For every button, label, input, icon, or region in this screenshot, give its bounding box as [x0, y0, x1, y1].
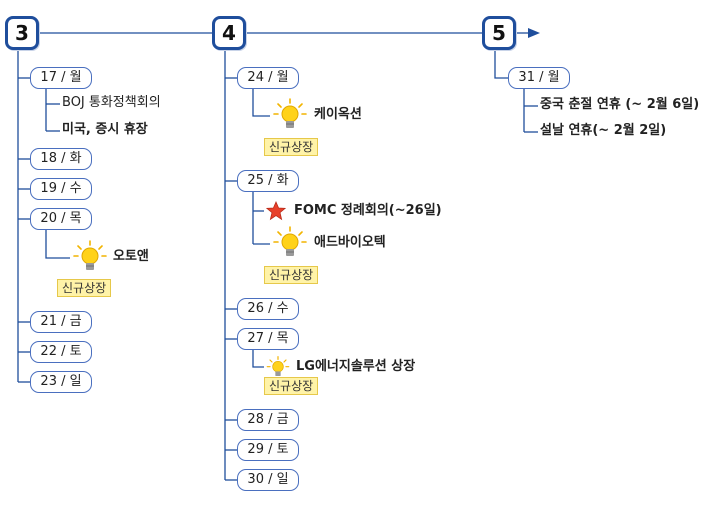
week-box-5: 5 — [482, 16, 516, 50]
event-branch — [252, 89, 270, 117]
day-box: 17 / 월 — [30, 67, 92, 89]
event-branch — [45, 230, 70, 259]
day-box: 24 / 월 — [237, 67, 299, 89]
event-branch — [252, 350, 264, 368]
event-label: 오토앤 — [113, 249, 149, 264]
new-listing-tag: 신규상장 — [264, 377, 319, 395]
day-box: 21 / 금 — [30, 311, 92, 333]
event-label: 중국 춘절 연휴 (~ 2월 6일) — [540, 97, 700, 112]
event-label: 미국, 증시 휴장 — [62, 122, 148, 137]
day-box: 30 / 일 — [237, 469, 299, 491]
event-label: LG에너지솔루션 상장 — [296, 359, 416, 374]
lightbulb-icon — [272, 226, 308, 266]
day-box: 29 / 토 — [237, 439, 299, 461]
day-box: 31 / 월 — [508, 67, 570, 89]
event-label: FOMC 정례회의(~26일) — [294, 203, 442, 218]
week-box-3: 3 — [5, 16, 39, 50]
day-box: 19 / 수 — [30, 178, 92, 200]
lightbulb-icon — [72, 240, 108, 280]
event-label: 케이옥션 — [314, 107, 362, 122]
star-icon — [265, 200, 287, 225]
new-listing-tag: 신규상장 — [57, 279, 112, 297]
week-box-4: 4 — [212, 16, 246, 50]
day-box: 20 / 목 — [30, 208, 92, 230]
day-box: 25 / 화 — [237, 170, 299, 192]
event-label: 설날 연휴(~ 2월 2일) — [540, 123, 667, 138]
lightbulb-icon — [272, 98, 308, 138]
lightbulb-icon — [266, 356, 290, 384]
event-label: 애드바이오텍 — [314, 235, 386, 250]
week-trunk — [494, 50, 508, 79]
new-listing-tag: 신규상장 — [264, 266, 319, 284]
day-box: 28 / 금 — [237, 409, 299, 431]
day-box: 22 / 토 — [30, 341, 92, 363]
day-box: 18 / 화 — [30, 148, 92, 170]
event-label: BOJ 통화정책회의 — [62, 95, 161, 110]
arrow-head-icon — [528, 28, 540, 38]
day-box: 23 / 일 — [30, 371, 92, 393]
new-listing-tag: 신규상장 — [264, 138, 319, 156]
day-box: 26 / 수 — [237, 298, 299, 320]
day-box: 27 / 목 — [237, 328, 299, 350]
